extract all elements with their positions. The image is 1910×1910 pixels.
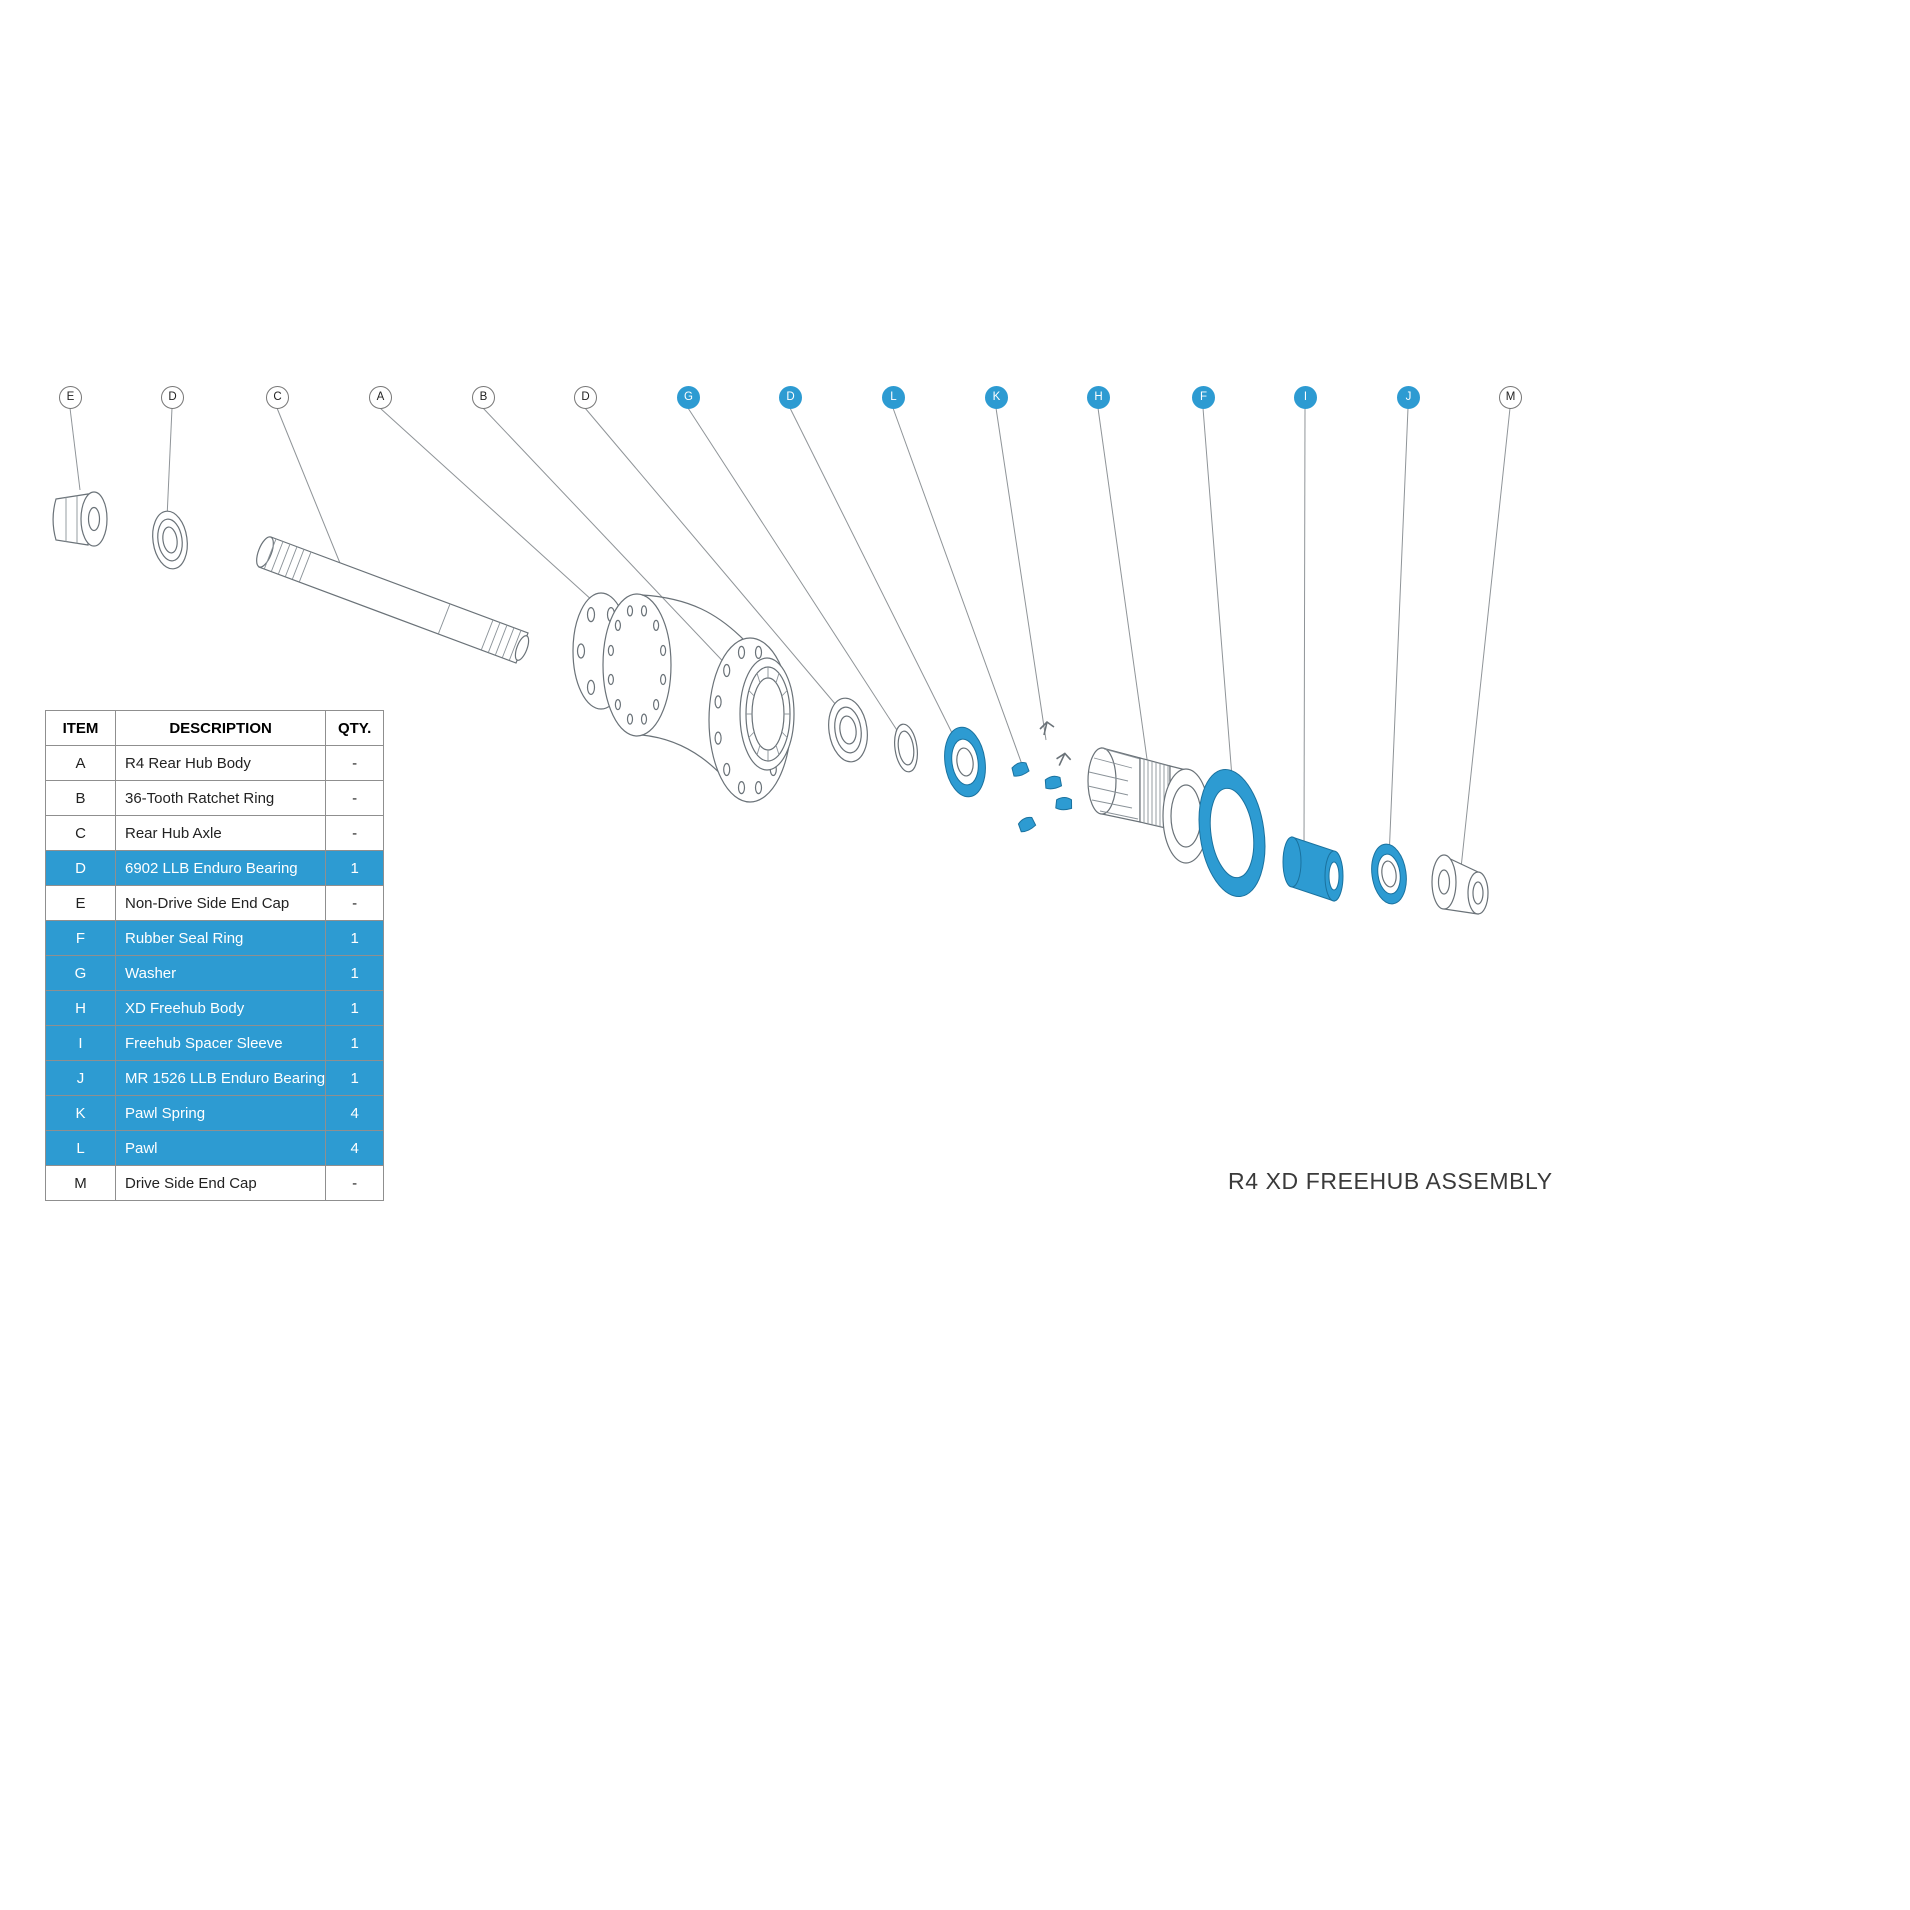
item-cell: K	[45, 1095, 116, 1131]
table-row: B 36-Tooth Ratchet Ring -	[45, 780, 385, 816]
part-freehub-spacer-sleeve	[1282, 836, 1344, 902]
item-cell: I	[45, 1025, 116, 1061]
description-header: DESCRIPTION	[114, 710, 327, 746]
description-cell: Rear Hub Axle	[114, 815, 327, 851]
description-cell: R4 Rear Hub Body	[114, 745, 327, 781]
callout-D-1: D	[161, 386, 184, 409]
item-cell: F	[45, 920, 116, 956]
qty-cell: 1	[325, 920, 385, 956]
callout-F: F	[1192, 386, 1215, 409]
part-pawls	[1011, 762, 1075, 833]
callout-H: H	[1087, 386, 1110, 409]
part-xd-freehub-body	[1087, 747, 1210, 864]
callout-C: C	[266, 386, 289, 409]
qty-cell: 4	[325, 1095, 385, 1131]
qty-cell: -	[325, 780, 385, 816]
part-non-drive-side-end-cap	[52, 491, 108, 547]
qty-cell: -	[325, 885, 385, 921]
qty-cell: 1	[325, 990, 385, 1026]
callout-B: B	[472, 386, 495, 409]
part-rear-hub-axle	[256, 536, 530, 664]
leader-lines	[69, 407, 1511, 869]
table-row: E Non-Drive Side End Cap -	[45, 885, 385, 921]
callout-M: M	[1499, 386, 1522, 409]
description-cell: Freehub Spacer Sleeve	[114, 1025, 327, 1061]
part-bearing-6902-kit	[944, 726, 986, 798]
description-cell: Non-Drive Side End Cap	[114, 885, 327, 921]
table-row: F Rubber Seal Ring 1	[45, 920, 385, 956]
description-cell: Drive Side End Cap	[114, 1165, 327, 1201]
qty-cell: -	[325, 815, 385, 851]
description-cell: 6902 LLB Enduro Bearing	[114, 850, 327, 886]
qty-cell: 1	[325, 1025, 385, 1061]
description-cell: Pawl Spring	[114, 1095, 327, 1131]
part-pawl-springs	[1039, 721, 1073, 769]
callout-D-3: D	[779, 386, 802, 409]
item-cell: G	[45, 955, 116, 991]
table-header-row: ITEM DESCRIPTION QTY.	[45, 710, 385, 746]
callout-D-2: D	[574, 386, 597, 409]
part-bearing-mr1526	[1371, 843, 1407, 905]
qty-cell: 1	[325, 850, 385, 886]
description-cell: XD Freehub Body	[114, 990, 327, 1026]
callout-G: G	[677, 386, 700, 409]
item-cell: E	[45, 885, 116, 921]
table-row: A R4 Rear Hub Body -	[45, 745, 385, 781]
description-cell: 36-Tooth Ratchet Ring	[114, 780, 327, 816]
description-cell: Rubber Seal Ring	[114, 920, 327, 956]
table-row: K Pawl Spring 4	[45, 1095, 385, 1131]
part-ratchet-ring	[745, 666, 791, 762]
item-cell: D	[45, 850, 116, 886]
table-row: L Pawl 4	[45, 1130, 385, 1166]
table-row: G Washer 1	[45, 955, 385, 991]
callout-A: A	[369, 386, 392, 409]
callout-I: I	[1294, 386, 1317, 409]
callout-K: K	[985, 386, 1008, 409]
item-cell: J	[45, 1060, 116, 1096]
part-washer	[894, 723, 918, 773]
table-row: M Drive Side End Cap -	[45, 1165, 385, 1201]
qty-cell: 4	[325, 1130, 385, 1166]
qty-cell: 1	[325, 955, 385, 991]
part-drive-side-end-cap	[1431, 854, 1489, 915]
part-bearing-6902-ds	[828, 697, 868, 763]
table-row: D 6902 LLB Enduro Bearing 1	[45, 850, 385, 886]
description-cell: MR 1526 LLB Enduro Bearing	[114, 1060, 327, 1096]
item-cell: M	[45, 1165, 116, 1201]
part-rubber-seal-ring	[1198, 768, 1266, 898]
callout-L: L	[882, 386, 905, 409]
qty-cell: -	[325, 1165, 385, 1201]
item-cell: L	[45, 1130, 116, 1166]
qty-header: QTY.	[325, 710, 385, 746]
table-row: H XD Freehub Body 1	[45, 990, 385, 1026]
item-cell: C	[45, 815, 116, 851]
item-header: ITEM	[45, 710, 116, 746]
callout-E: E	[59, 386, 82, 409]
diagram-title: R4 XD FREEHUB ASSEMBLY	[1228, 1168, 1553, 1194]
qty-cell: -	[325, 745, 385, 781]
item-cell: B	[45, 780, 116, 816]
table-row: C Rear Hub Axle -	[45, 815, 385, 851]
item-cell: A	[45, 745, 116, 781]
parts-table: ITEM DESCRIPTION QTY. A R4 Rear Hub Body…	[45, 710, 385, 1201]
item-cell: H	[45, 990, 116, 1026]
part-bearing-6902-nds	[152, 510, 188, 570]
table-row: J MR 1526 LLB Enduro Bearing 1	[45, 1060, 385, 1096]
qty-cell: 1	[325, 1060, 385, 1096]
table-row: I Freehub Spacer Sleeve 1	[45, 1025, 385, 1061]
callout-J: J	[1397, 386, 1420, 409]
description-cell: Washer	[114, 955, 327, 991]
description-cell: Pawl	[114, 1130, 327, 1166]
